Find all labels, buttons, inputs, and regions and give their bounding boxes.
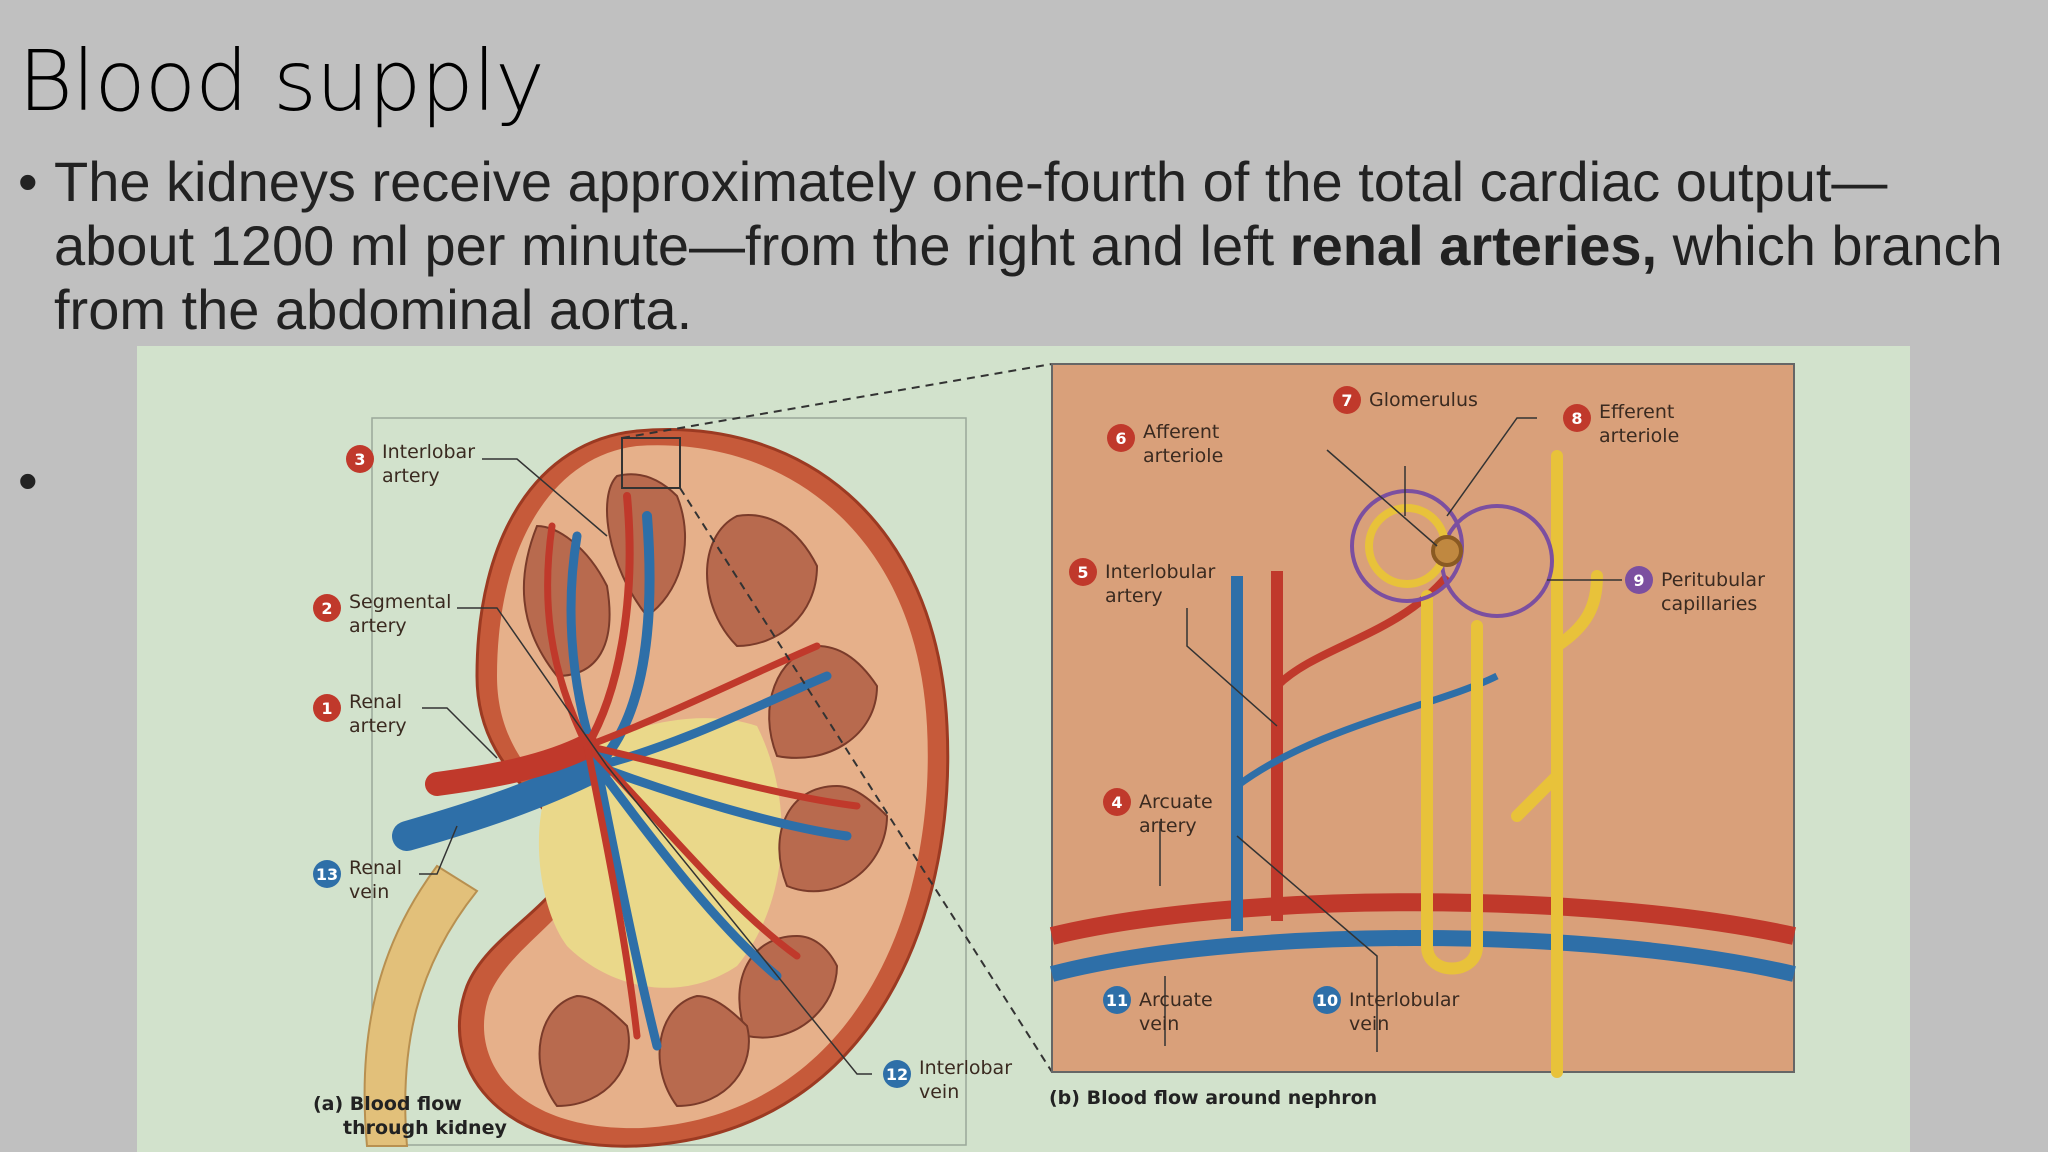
svg-text:Efferent: Efferent <box>1599 401 1674 423</box>
svg-text:Arcuate: Arcuate <box>1139 989 1213 1011</box>
label-peritubular-capillaries: 9 Peritubular capillaries <box>1625 566 1765 615</box>
label-efferent-arteriole: 8 Efferent arteriole <box>1563 401 1679 447</box>
arcuate-vein <box>1049 930 1796 982</box>
kidney-diagram-svg: 3 Interlobar artery 2 Segmental artery 1… <box>313 363 1796 1148</box>
svg-text:12: 12 <box>886 1065 908 1084</box>
bullet-bold-text: renal arteries, <box>1289 214 1658 277</box>
svg-text:8: 8 <box>1571 409 1582 428</box>
nephron-tubules <box>1421 450 1603 1078</box>
leader-lines <box>419 417 1622 1075</box>
caption-a-line1: (a) Blood flow <box>313 1093 462 1115</box>
svg-text:9: 9 <box>1633 571 1644 590</box>
label-interlobular-artery: 5 Interlobular artery <box>1069 558 1216 607</box>
panel-a-frame <box>371 417 967 1146</box>
label-segmental-artery: 2 Segmental artery <box>313 591 451 637</box>
svg-text:artery: artery <box>1105 585 1163 607</box>
caption-b: (b) Blood flow around nephron <box>1049 1087 1377 1109</box>
caption-a-line2: through kidney <box>343 1117 507 1139</box>
kidney-diagram: 3 Interlobar artery 2 Segmental artery 1… <box>137 346 1910 1152</box>
label-arcuate-artery: 4 Arcuate artery <box>1103 788 1213 837</box>
svg-text:Arcuate: Arcuate <box>1139 791 1213 813</box>
svg-text:Peritubular: Peritubular <box>1661 569 1765 591</box>
svg-text:artery: artery <box>1139 815 1197 837</box>
svg-text:5: 5 <box>1077 563 1088 582</box>
svg-text:Segmental: Segmental <box>349 591 451 613</box>
svg-text:11: 11 <box>1106 991 1128 1010</box>
svg-text:vein: vein <box>1349 1013 1389 1035</box>
svg-text:arteriole: arteriole <box>1143 445 1223 467</box>
svg-text:3: 3 <box>354 450 365 469</box>
svg-text:artery: artery <box>349 715 407 737</box>
svg-text:6: 6 <box>1115 429 1126 448</box>
slide-title: Blood supply <box>18 32 545 130</box>
renal-arteries <box>425 492 861 1040</box>
label-interlobar-vein: 12 Interlobar vein <box>883 1057 1012 1103</box>
svg-text:arteriole: arteriole <box>1599 425 1679 447</box>
svg-text:Interlobular: Interlobular <box>1349 989 1460 1011</box>
label-interlobular-vein: 10 Interlobular vein <box>1313 986 1460 1035</box>
svg-text:Renal: Renal <box>349 691 402 713</box>
svg-text:13: 13 <box>316 865 338 884</box>
svg-text:4: 4 <box>1111 793 1122 812</box>
svg-text:Afferent: Afferent <box>1143 421 1219 443</box>
zoom-line-top <box>621 363 1053 439</box>
svg-text:1: 1 <box>321 699 332 718</box>
svg-text:Renal: Renal <box>349 857 402 879</box>
label-afferent-arteriole: 6 Afferent arteriole <box>1107 421 1223 467</box>
label-glomerulus: 7 Glomerulus <box>1333 386 1478 414</box>
ureter <box>363 864 479 1147</box>
svg-text:Interlobar: Interlobar <box>382 441 475 463</box>
label-renal-vein: 13 Renal vein <box>313 857 402 903</box>
svg-text:artery: artery <box>349 615 407 637</box>
bullet-list: • The kidneys receive approximately one-… <box>18 150 2008 342</box>
bullet-text: The kidneys receive approximately one-fo… <box>54 150 1888 277</box>
inset-box <box>621 437 681 489</box>
svg-text:2: 2 <box>321 599 332 618</box>
svg-text:vein: vein <box>349 881 389 903</box>
zoom-line-bottom <box>679 487 1053 1073</box>
bullet-text-end: which branch from the abdominal aorta. <box>54 214 2003 341</box>
svg-text:Glomerulus: Glomerulus <box>1369 389 1478 411</box>
svg-text:artery: artery <box>382 465 440 487</box>
arcuate-artery <box>1049 893 1796 945</box>
svg-text:capillaries: capillaries <box>1661 593 1757 615</box>
svg-text:10: 10 <box>1316 991 1338 1010</box>
bullet-dot: • <box>18 150 38 213</box>
svg-text:vein: vein <box>919 1081 959 1103</box>
svg-text:Interlobar: Interlobar <box>919 1057 1012 1079</box>
svg-text:Interlobular: Interlobular <box>1105 561 1216 583</box>
label-arcuate-vein: 11 Arcuate vein <box>1103 986 1213 1035</box>
label-renal-artery: 1 Renal artery <box>313 691 407 737</box>
svg-text:vein: vein <box>1139 1013 1179 1035</box>
renal-veins <box>392 511 852 1051</box>
label-interlobar-artery: 3 Interlobar artery <box>346 441 475 487</box>
empty-bullet: • <box>18 449 38 512</box>
svg-text:7: 7 <box>1341 391 1352 410</box>
bullet-item: • The kidneys receive approximately one-… <box>18 150 2008 342</box>
capillary-network <box>1350 489 1554 618</box>
